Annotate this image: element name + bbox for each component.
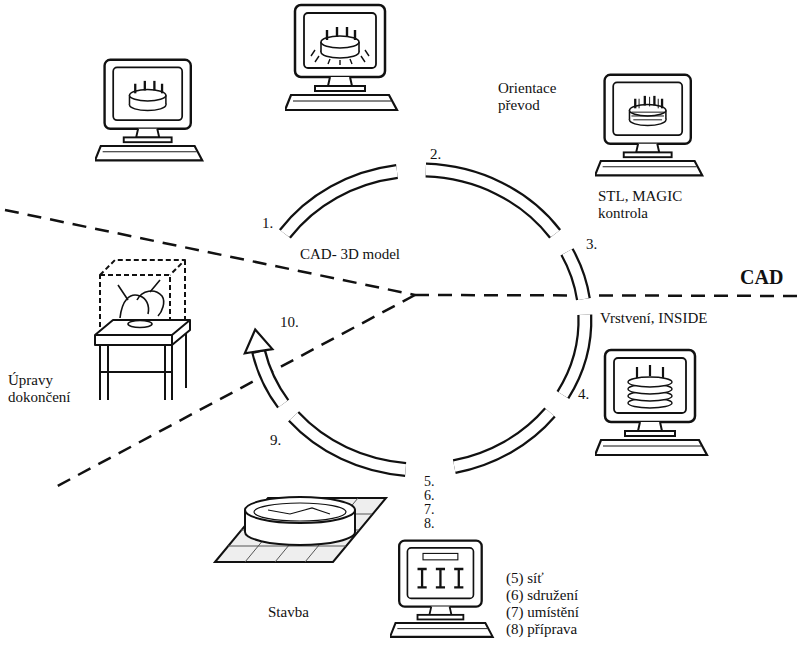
step-label: STL, MAGIC kontrola	[598, 188, 696, 223]
step-label: (5) síť	[506, 570, 544, 587]
step-number: 5.	[424, 474, 435, 490]
step-label: (8) příprava	[506, 621, 577, 638]
step-number: 10.	[280, 314, 299, 331]
step-number: 7.	[424, 502, 435, 518]
step-number: 9.	[270, 432, 281, 449]
step-label: Vrstvení, INSIDE	[600, 310, 707, 327]
step-label: (6) sdružení	[506, 587, 578, 604]
step-label: Orientace převod	[498, 80, 582, 115]
illustration-caption: Stavba	[268, 604, 309, 621]
step-label: CAD- 3D model	[300, 246, 400, 263]
step-number: 1.	[262, 215, 273, 232]
step-number: 4.	[578, 386, 589, 403]
step-number: 6.	[424, 488, 435, 504]
region-label: CAD	[738, 266, 785, 289]
step-number: 3.	[586, 236, 597, 253]
step-label: Úpravy dokončení	[8, 372, 94, 407]
step-number: 8.	[424, 516, 435, 532]
step-label: (7) umístění	[506, 604, 579, 621]
step-number: 2.	[430, 146, 441, 163]
